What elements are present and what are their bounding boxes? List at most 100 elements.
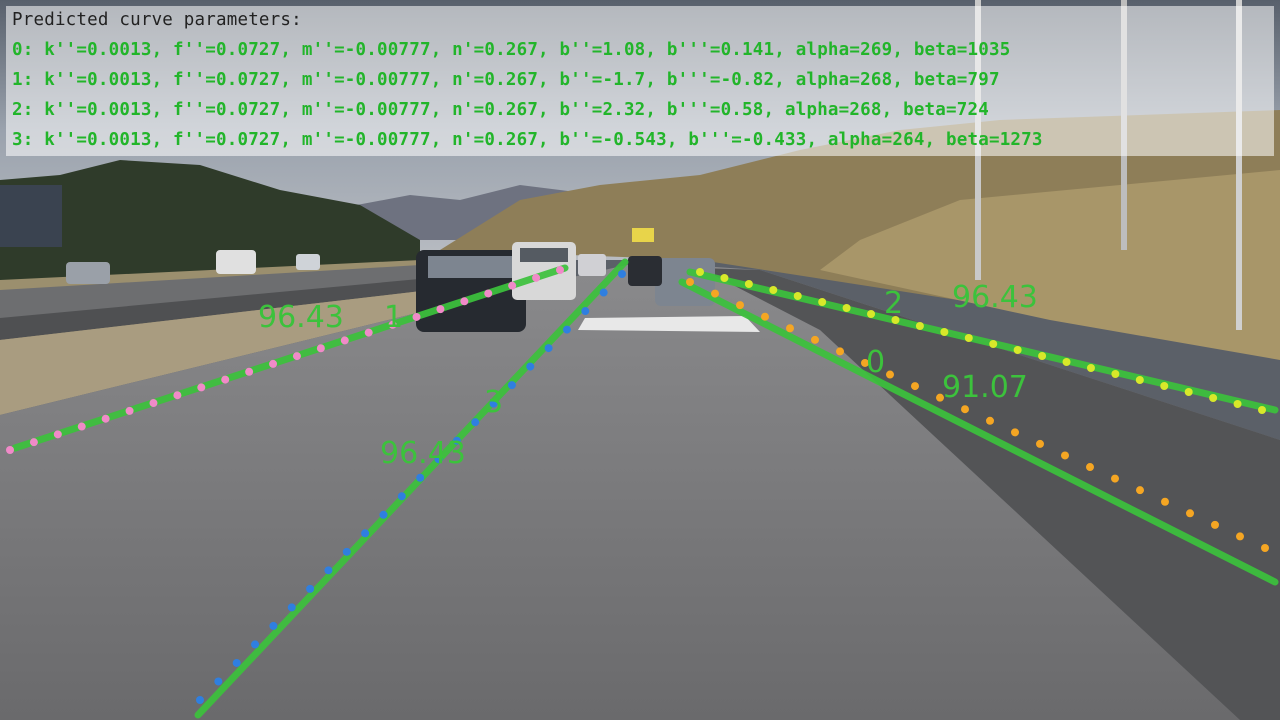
lane-3-point (434, 455, 443, 464)
lane-0-id: 0 (866, 345, 886, 380)
lane-3-point (562, 325, 571, 334)
lane-3-point (379, 510, 388, 519)
lane-1-point (412, 312, 421, 321)
lane-3-point (416, 473, 425, 482)
lane-2-point (1184, 388, 1193, 396)
lane-3-score: 96.43 (380, 436, 466, 471)
lane-1-id: 1 (384, 300, 404, 335)
lane-3-point (214, 677, 223, 686)
lane-0-point (1036, 439, 1044, 448)
lane-1-point (6, 446, 14, 454)
lane-0-point (836, 347, 844, 356)
lane-1-point (436, 305, 445, 314)
lane-0-point (786, 324, 794, 333)
truck-left (216, 250, 256, 274)
lane-0-point (761, 312, 769, 321)
lane-1-point (245, 367, 254, 376)
lane-1-point (388, 320, 397, 329)
lane-2-point (1086, 364, 1095, 372)
lane-1-point (197, 383, 206, 392)
lane-2-point (769, 286, 778, 294)
lane-2-point (1135, 376, 1144, 384)
lane-1-point (149, 399, 158, 408)
lane-1-point (221, 375, 230, 384)
lane-1-point (29, 438, 38, 447)
lane-1-point (316, 344, 325, 353)
lane-2-point (989, 340, 998, 348)
lane-0-point (1186, 509, 1194, 518)
lane-3-point (306, 584, 315, 593)
lane-0-point (961, 405, 969, 414)
lane-2-point (1013, 346, 1022, 354)
lane-0-point (1261, 544, 1269, 552)
lane-2-line (686, 268, 1279, 414)
lane-3-point (361, 529, 370, 538)
lane-3-point (618, 270, 626, 278)
lane-1-point (101, 414, 110, 423)
lane-3-line (194, 258, 629, 719)
lane-1-point (460, 297, 469, 306)
lane-0-point (1211, 520, 1219, 529)
lane-1-point (269, 359, 278, 368)
lane-2-point (818, 298, 827, 306)
lane-0-point (911, 382, 919, 391)
lane-3-point (507, 381, 516, 390)
lane-0-point (1111, 474, 1119, 483)
lane-2-point (793, 292, 802, 300)
lane-1-point (364, 328, 373, 337)
lane-1-point (77, 422, 86, 431)
lane-1-point (508, 281, 517, 290)
lane-3-point (269, 621, 278, 630)
lane-3-point (452, 436, 461, 445)
lane-1-point (532, 273, 541, 282)
lane-0-point (1236, 532, 1244, 541)
lane-3-point (489, 399, 498, 408)
lane-1-point (484, 289, 493, 298)
lane-0-point (1061, 451, 1069, 460)
lane-2-point (867, 310, 876, 318)
lane-0-point (811, 335, 819, 344)
dry-grass-slope (820, 170, 1280, 360)
lane-3-point (471, 418, 480, 427)
car-left (66, 262, 110, 284)
lane-3-point (324, 566, 333, 575)
lane-2-point (744, 280, 753, 288)
suv-dark (416, 250, 526, 332)
lane-2-point (915, 322, 924, 330)
lane-0-point (1011, 428, 1019, 437)
lane-2-point (1233, 400, 1242, 408)
lane-3-point (544, 344, 553, 353)
lane-1-point (53, 430, 62, 439)
lane-3-id: 3 (484, 385, 504, 420)
lane-1-point (556, 266, 564, 274)
lane-2-point (720, 274, 729, 282)
lane-1-score: 96.43 (258, 300, 344, 335)
lane-0-point (1161, 497, 1169, 506)
overlay-line-0: 0: k''=0.0013, f''=0.0727, m''=-0.00777,… (12, 40, 1011, 60)
lane-3-point (581, 307, 590, 316)
lane-2-id: 2 (884, 286, 904, 321)
lane-2-point (842, 304, 851, 312)
lane-predictions (6, 258, 1279, 719)
lane-1-point (173, 391, 182, 400)
lane-0-point (986, 416, 994, 425)
overlay-title: Predicted curve parameters: (12, 10, 302, 30)
billboard (0, 185, 62, 247)
overlay-line-2: 2: k''=0.0013, f''=0.0727, m''=-0.00777,… (12, 100, 989, 120)
lane-2-point (1038, 352, 1047, 360)
lane-0-line (678, 278, 1279, 586)
lane-2-point (940, 328, 949, 336)
overlay-line-1: 1: k''=0.0013, f''=0.0727, m''=-0.00777,… (12, 70, 1000, 90)
lane-2-point (1062, 358, 1071, 366)
power-pole (1236, 0, 1242, 330)
dirt-median (0, 290, 470, 415)
lane-1-point (340, 336, 349, 345)
lane-1-point (125, 406, 134, 415)
right-lane-asphalt (700, 268, 1280, 720)
lane-3-point (287, 603, 296, 612)
lane-2-point (1111, 370, 1120, 378)
lane-3-point (251, 640, 260, 649)
lane-3-point (196, 696, 204, 704)
lane-0-point (686, 278, 694, 286)
